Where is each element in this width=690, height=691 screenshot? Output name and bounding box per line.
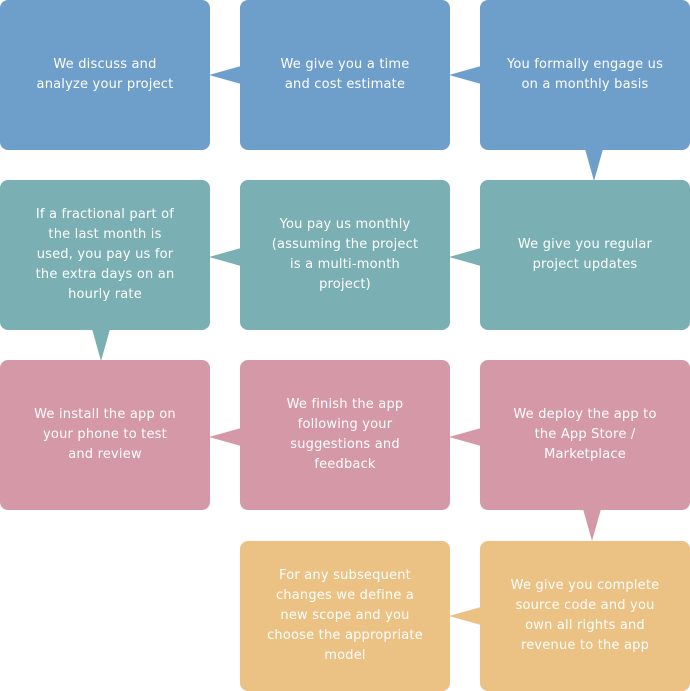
step-deploy-store: We deploy the app to the App Store / Mar… xyxy=(480,360,690,510)
step-source-code-rights: We give you complete source code and you… xyxy=(480,541,690,691)
step-label: For any subsequent changes we define a n… xyxy=(267,568,423,663)
step-finish-app: We finish the app following your suggest… xyxy=(240,360,450,510)
pointer-down-arrow xyxy=(583,509,601,541)
pointer-left-arrow xyxy=(209,428,241,446)
pointer-down-arrow xyxy=(585,149,603,181)
step-label: You pay us monthly (assuming the project… xyxy=(271,217,419,292)
step-fractional-month: If a fractional part of the last month i… xyxy=(0,180,210,330)
step-time-cost-estimate: We give you a time and cost estimate xyxy=(240,0,450,150)
step-formal-engagement: You formally engage us on a monthly basi… xyxy=(480,0,690,150)
step-discuss-analyze: We discuss and analyze your project xyxy=(0,0,210,150)
step-label: We finish the app following your suggest… xyxy=(286,397,404,472)
step-label: We install the app on your phone to test… xyxy=(34,407,176,462)
pointer-left-arrow xyxy=(449,428,481,446)
step-regular-updates: We give you regular project updates xyxy=(480,180,690,330)
step-label: If a fractional part of the last month i… xyxy=(35,207,175,302)
pointer-left-arrow xyxy=(449,66,481,84)
step-label: We give you a time and cost estimate xyxy=(280,57,410,92)
step-label: You formally engage us on a monthly basi… xyxy=(506,57,664,92)
step-label: We give you complete source code and you… xyxy=(510,578,660,653)
pointer-down-arrow xyxy=(92,329,110,361)
step-subsequent-changes: For any subsequent changes we define a n… xyxy=(240,541,450,691)
pointer-left-arrow xyxy=(209,66,241,84)
step-monthly-payment: You pay us monthly (assuming the project… xyxy=(240,180,450,330)
pointer-left-arrow xyxy=(449,248,481,266)
step-install-test: We install the app on your phone to test… xyxy=(0,360,210,510)
pointer-left-arrow xyxy=(449,607,481,625)
pointer-left-arrow xyxy=(209,248,241,266)
step-label: We discuss and analyze your project xyxy=(36,57,174,92)
step-label: We give you regular project updates xyxy=(517,237,653,272)
step-label: We deploy the app to the App Store / Mar… xyxy=(513,407,657,462)
